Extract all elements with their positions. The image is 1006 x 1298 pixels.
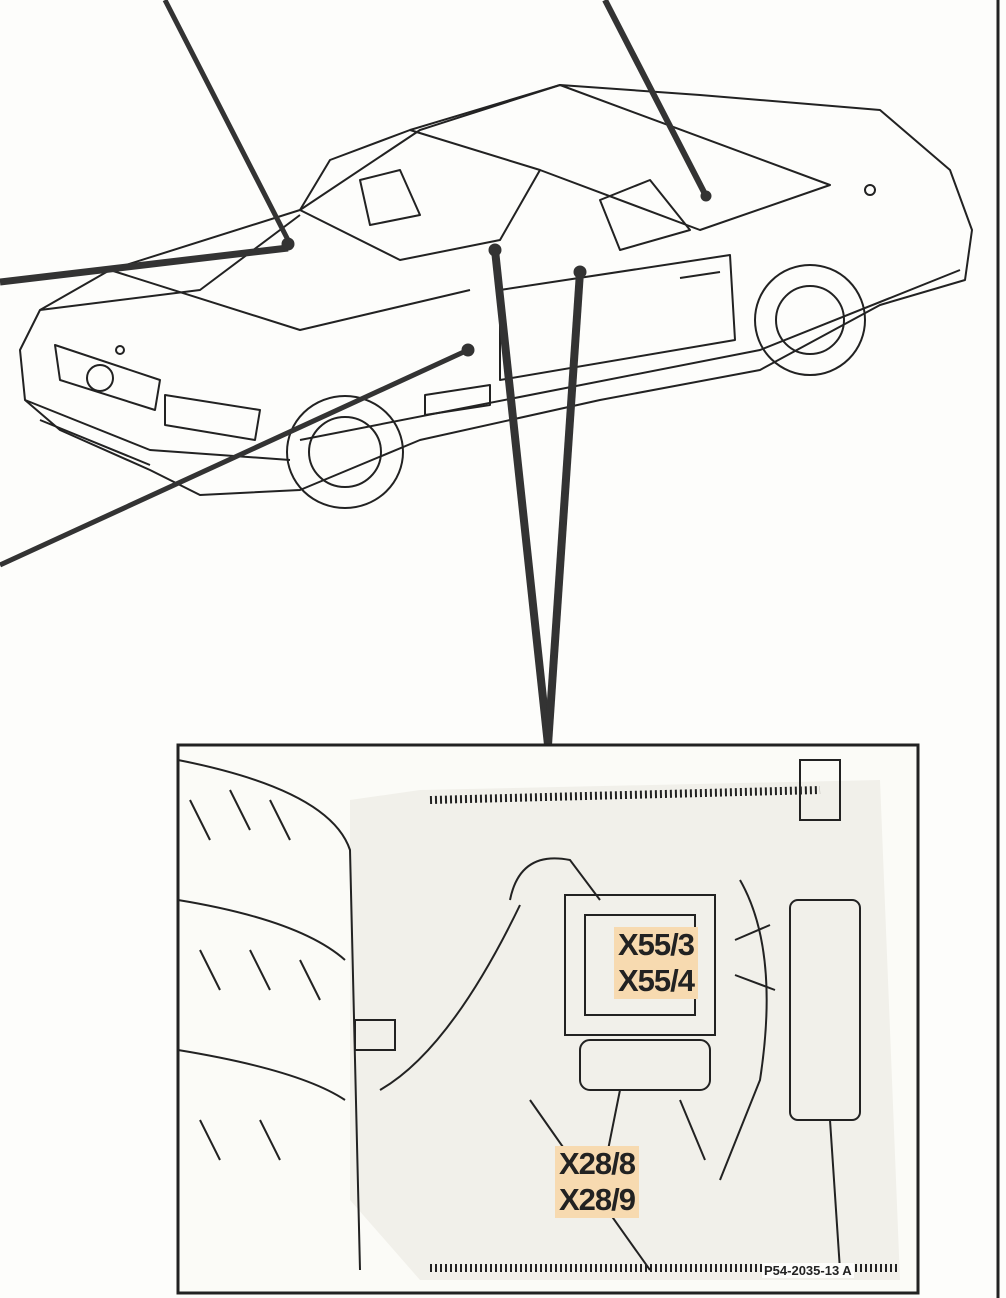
front-wheel-rim xyxy=(308,416,382,488)
soft-top xyxy=(409,84,831,231)
leader-dot xyxy=(281,237,295,251)
leader-line xyxy=(602,0,709,198)
rear-wheel xyxy=(754,264,866,376)
wheel-tire xyxy=(177,759,361,1271)
leader-line xyxy=(0,244,289,286)
grille xyxy=(54,344,161,411)
top-connector xyxy=(799,759,841,821)
front-wheel xyxy=(286,395,404,509)
leader-line xyxy=(544,271,584,746)
figure-code: P54-2035-13 A xyxy=(762,1263,854,1278)
star-emblem xyxy=(86,364,114,392)
label-x28-8: X28/8 xyxy=(559,1146,636,1181)
hood-line xyxy=(39,214,471,331)
connector-label-lower: X28/8 X28/9 xyxy=(555,1146,640,1218)
inset-detail xyxy=(176,743,920,1295)
label-x55-4: X55/4 xyxy=(618,963,695,998)
label-pointer-lines xyxy=(604,924,776,1166)
leader-lines xyxy=(0,0,712,746)
tire-tread xyxy=(189,789,321,1161)
leader-dot xyxy=(573,265,587,279)
leader-dot xyxy=(700,190,712,202)
car-body-outline xyxy=(19,84,973,496)
harness-top xyxy=(429,786,821,804)
leader-dot xyxy=(488,243,502,257)
rear-wheel-rim xyxy=(775,285,845,355)
control-unit xyxy=(564,894,716,1036)
connector-label-upper: X55/3 X55/4 xyxy=(614,927,699,999)
floor-area xyxy=(350,780,900,1280)
leader-line xyxy=(162,0,291,242)
leader-line xyxy=(0,347,470,568)
headlight xyxy=(164,394,261,441)
label-x55-3: X55/3 xyxy=(618,927,695,962)
leader-line xyxy=(491,249,552,746)
leader-dot xyxy=(461,343,475,357)
wiring xyxy=(379,857,841,1271)
relay-module xyxy=(789,899,861,1121)
trunk-emblem xyxy=(864,184,876,196)
door-handle-and-side-vent xyxy=(424,271,721,416)
label-x28-9: X28/9 xyxy=(559,1182,636,1217)
mounting-clip xyxy=(354,1019,396,1051)
seats xyxy=(359,169,691,251)
door xyxy=(499,254,736,381)
windshield xyxy=(299,129,541,261)
hood-emblem xyxy=(115,345,125,355)
connector-block xyxy=(579,1039,711,1091)
bumper xyxy=(24,399,291,466)
side-line xyxy=(299,269,961,441)
